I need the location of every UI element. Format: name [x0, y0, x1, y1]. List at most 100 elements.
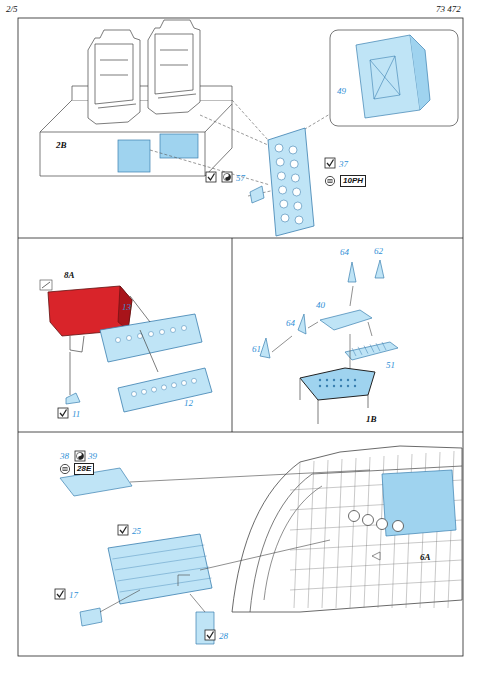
- callout-number: 64: [340, 247, 349, 257]
- callout-number: 37: [339, 159, 348, 169]
- hole-dot: [347, 385, 349, 387]
- frame-line: [294, 462, 300, 608]
- panel-line: [117, 567, 209, 581]
- dial-hole: [172, 383, 177, 388]
- dial-hole: [160, 330, 165, 335]
- dial-hole: [149, 332, 154, 337]
- hole-dot: [333, 379, 335, 381]
- part-57: [250, 186, 264, 203]
- part-name: 2B: [56, 140, 67, 150]
- dial-hole: [182, 381, 187, 386]
- part-37: [268, 128, 314, 236]
- dial-hole: [295, 216, 303, 224]
- paint-code: 28E: [77, 464, 91, 473]
- paint-code-box: 28E: [74, 463, 94, 475]
- dial-hole: [276, 158, 284, 166]
- slot-line: [382, 342, 386, 350]
- stringer-line: [290, 540, 462, 550]
- dial-hole: [171, 328, 176, 333]
- frame-line: [350, 458, 356, 608]
- part-12: [118, 368, 212, 412]
- frame-line: [308, 461, 314, 608]
- dial-hole: [152, 387, 157, 392]
- detail-inset: [330, 30, 458, 126]
- dial-hole: [127, 336, 132, 341]
- callout-number: 40: [316, 300, 325, 310]
- panel-frame: [18, 18, 463, 656]
- dial-holes: [116, 326, 197, 397]
- callout-number: 38: [60, 451, 69, 461]
- hole-dots: [319, 379, 356, 387]
- leader-line: [100, 470, 370, 612]
- part-name: 8A: [64, 270, 75, 280]
- hole-dot: [340, 379, 342, 381]
- callout-number: 39: [88, 451, 97, 461]
- dial-hole: [289, 146, 297, 154]
- frame-line: [322, 460, 328, 608]
- dial-hole: [280, 200, 288, 208]
- callout-number: 61: [252, 344, 261, 354]
- hole-dot: [333, 385, 335, 387]
- stringer-line: [290, 560, 462, 570]
- paint-code: 10PH: [343, 176, 363, 185]
- callout-number: 13: [122, 302, 131, 312]
- part-49: [356, 35, 430, 118]
- dial-hole: [116, 338, 121, 343]
- part-name: 73 472: [436, 4, 461, 14]
- callout-number: 51: [386, 360, 395, 370]
- part-25: [108, 534, 212, 604]
- callout-number: 11: [72, 409, 80, 419]
- slot-line: [352, 348, 356, 356]
- dial-hole: [279, 186, 287, 194]
- dial-holes: [275, 144, 303, 224]
- dial-hole: [142, 389, 147, 394]
- leader-line: [150, 100, 340, 196]
- dial-hole: [281, 214, 289, 222]
- hole-dot: [354, 379, 356, 381]
- hole-dot: [340, 385, 342, 387]
- callout-number: 62: [374, 246, 383, 256]
- dial-hole: [182, 326, 187, 331]
- part-28: [196, 612, 214, 644]
- hole-dot: [326, 379, 328, 381]
- hole-dot: [319, 385, 321, 387]
- panel-lines: [112, 545, 211, 592]
- part-name: 1B: [366, 414, 377, 424]
- dial-hole: [277, 172, 285, 180]
- hole-dot: [326, 385, 328, 387]
- callout-number: 12: [184, 398, 193, 408]
- dial-hole: [291, 174, 299, 182]
- callout-number: 17: [69, 590, 78, 600]
- callout-number: 25: [132, 526, 141, 536]
- dial-hole: [162, 385, 167, 390]
- ejection-seat: [88, 20, 200, 124]
- part-38: [60, 468, 132, 496]
- callout-number: 28: [219, 631, 228, 641]
- slot-line: [370, 344, 374, 352]
- part-name: 2/5: [6, 4, 18, 14]
- callout-number: 49: [337, 86, 346, 96]
- dial-hole: [294, 202, 302, 210]
- slot-line: [364, 346, 368, 354]
- callout-number: 64: [286, 318, 295, 328]
- dial-hole: [290, 160, 298, 168]
- paint-code-box: 10PH: [340, 175, 366, 187]
- slot-lines: [352, 342, 386, 356]
- part-1B: [300, 368, 375, 424]
- small-parts: [260, 260, 398, 360]
- part-8A: [40, 280, 132, 352]
- dial-hole: [275, 144, 283, 152]
- callout-number: 57: [236, 173, 245, 183]
- hole-dot: [354, 385, 356, 387]
- part-17: [80, 608, 102, 626]
- slot-line: [376, 343, 380, 351]
- panel-line: [120, 578, 212, 592]
- stringer-line: [290, 580, 462, 590]
- frame-line: [336, 459, 342, 608]
- dial-hole: [293, 188, 301, 196]
- tub-part-blue: [118, 134, 198, 172]
- hole-dot: [319, 379, 321, 381]
- part-name: 6A: [420, 552, 431, 562]
- leader-line: [66, 296, 158, 404]
